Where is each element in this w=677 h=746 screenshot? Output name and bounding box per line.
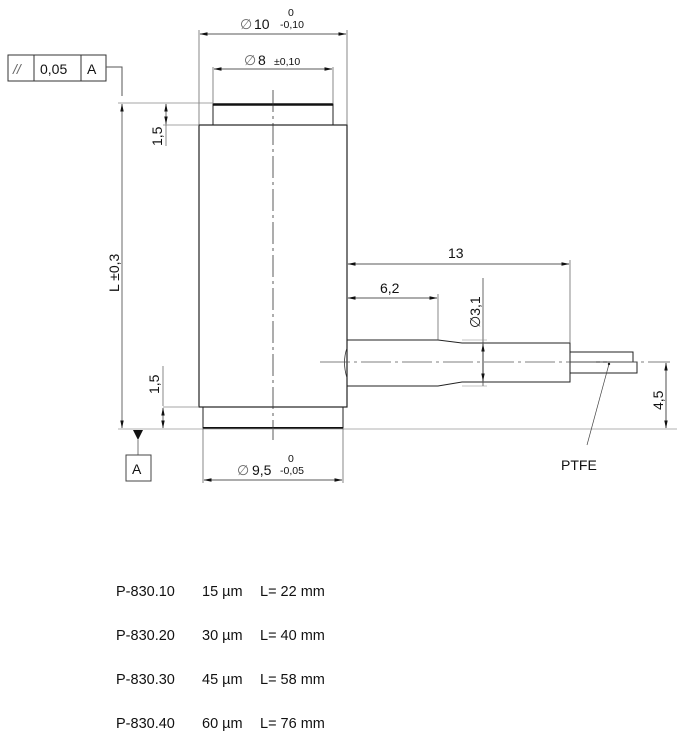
sleeve-length-dimension: 6,2 — [380, 280, 400, 296]
technical-drawing: // 0,05 A ∅ 10 0 -0,10 ∅ 8 ±0,10 L ±0,3 … — [7, 7, 677, 483]
part-number: P-830.10 — [116, 584, 175, 601]
bottom-diameter-symbol: ∅ — [237, 462, 249, 478]
bottom-diameter-value: 9,5 — [252, 462, 272, 478]
length: L= 58 mm — [260, 671, 325, 688]
bottom-step-dimension: 1,5 — [146, 374, 162, 394]
bottom-diameter-lower-tol: -0,05 — [280, 465, 304, 477]
cable-length-dimension: 13 — [448, 245, 464, 261]
parallelism-symbol: // — [12, 61, 23, 77]
travel: 15 µm — [202, 584, 243, 601]
model-row: P-830.10 15 µm L= 22 mm — [116, 585, 325, 600]
part-number: P-830.30 — [116, 671, 175, 688]
model-row: P-830.40 60 µm L= 76 mm — [116, 715, 325, 732]
top-diameter-tol: ±0,10 — [274, 56, 300, 68]
model-row: P-830.20 30 µm L= 40 mm — [116, 629, 325, 644]
top-diameter-symbol: ∅ — [244, 52, 256, 68]
top-step-dimension: 1,5 — [149, 126, 165, 146]
bottom-diameter-upper-tol: 0 — [288, 453, 294, 465]
travel: 30 µm — [202, 627, 243, 644]
length: L= 22 mm — [260, 584, 325, 601]
top-diameter-value: 8 — [258, 52, 266, 68]
outer-diameter-upper-tol: 0 — [288, 7, 294, 19]
outer-diameter-lower-tol: -0,10 — [280, 19, 304, 31]
datum-a-symbol: A — [125, 430, 152, 482]
ptfe-label: PTFE — [561, 457, 597, 473]
length: L= 76 mm — [260, 715, 325, 732]
part-number: P-830.20 — [116, 627, 175, 644]
feature-control-frame: // 0,05 A — [7, 54, 123, 96]
travel: 45 µm — [202, 671, 243, 688]
outer-diameter-symbol: ∅ — [240, 16, 252, 32]
fcf-tolerance: 0,05 — [40, 61, 67, 77]
cable-height-dimension: 4,5 — [650, 390, 666, 410]
outer-diameter-value: 10 — [254, 16, 270, 32]
length-dimension: L ±0,3 — [106, 253, 122, 292]
length: L= 40 mm — [260, 627, 325, 644]
part-number: P-830.40 — [116, 715, 175, 732]
cable-diameter-dimension: ∅3,1 — [467, 296, 483, 328]
travel: 60 µm — [202, 715, 243, 732]
fcf-datum: A — [87, 61, 97, 77]
model-row: P-830.30 45 µm L= 58 mm — [116, 673, 325, 688]
datum-a-label: A — [132, 461, 142, 477]
cable — [320, 339, 670, 387]
model-table: P-830.10 15 µm L= 22 mm P-830.20 30 µm L= 40… — [116, 556, 325, 746]
